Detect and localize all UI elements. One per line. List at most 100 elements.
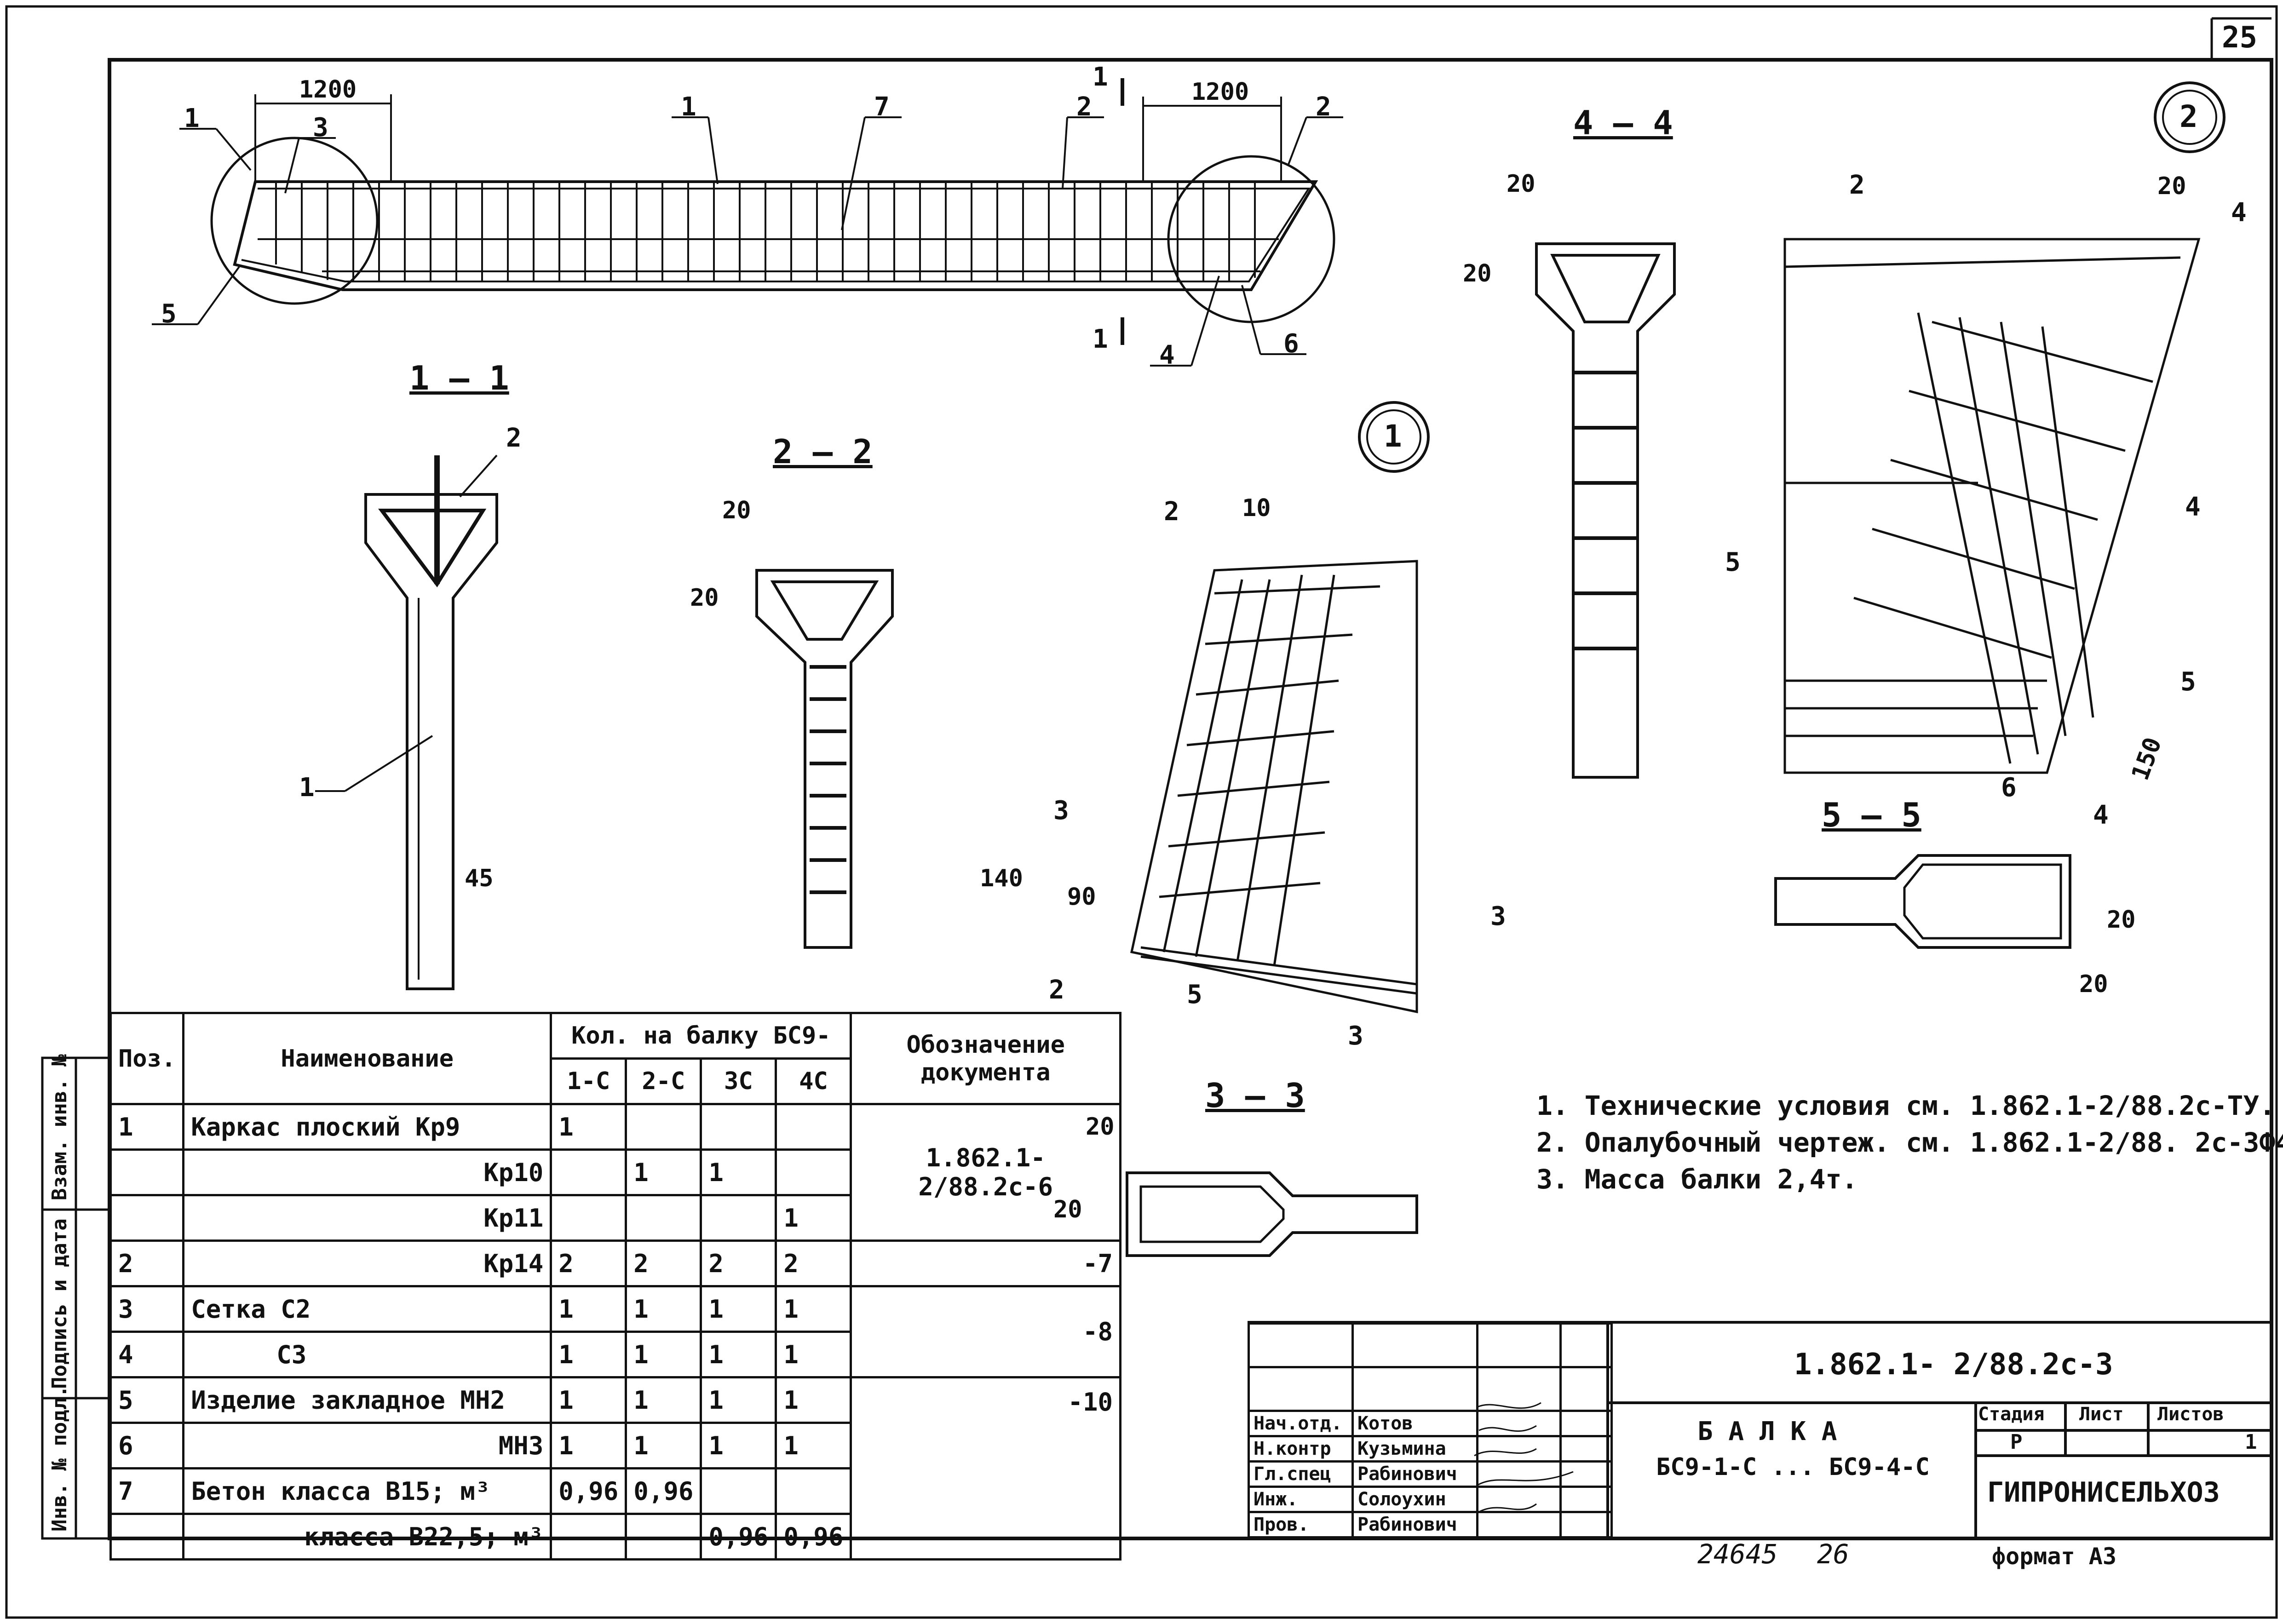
- row-q4: 1: [775, 1194, 852, 1242]
- pos-label-1a: 1: [184, 103, 200, 133]
- row-name: МН3: [182, 1422, 552, 1469]
- row-q1: 1: [550, 1285, 627, 1333]
- d2-label-4a: 4: [2231, 198, 2247, 228]
- row-q2: [625, 1103, 702, 1151]
- row-pos: 3: [109, 1285, 185, 1333]
- spec-col-2: 2-С: [625, 1057, 702, 1105]
- spec-col-3: 3С: [700, 1057, 777, 1105]
- d1-label-3a: 3: [1053, 796, 1069, 826]
- spec-col-1: 1-С: [550, 1057, 627, 1105]
- row-pos: 4: [109, 1331, 185, 1378]
- s22-dim-a: 20: [722, 497, 751, 524]
- d2-dim-20: 20: [2157, 172, 2186, 200]
- sheets-label: Листов: [2157, 1404, 2224, 1425]
- row-q1: 2: [550, 1240, 627, 1287]
- role-row: Нач.отд.Котов: [1248, 1410, 1613, 1437]
- row-pos: 6: [109, 1422, 185, 1469]
- row-q4: 1: [775, 1285, 852, 1333]
- row-name: Кр14: [182, 1240, 552, 1287]
- row-q3: [700, 1467, 777, 1515]
- row-name: Каркас плоский Кр9: [182, 1103, 552, 1151]
- row-name: Изделие закладное МН2: [182, 1376, 552, 1424]
- row-q3: 1: [700, 1285, 777, 1333]
- archive-number: 24645: [1697, 1538, 1778, 1570]
- section-title-1-1: 1 — 1: [409, 359, 509, 397]
- row-q4: 1: [775, 1331, 852, 1378]
- s11-label-1: 1: [299, 773, 315, 803]
- detail-circle-2: 2: [2179, 99, 2198, 134]
- row-q1: 1: [550, 1103, 627, 1151]
- row-q1: [550, 1513, 627, 1561]
- row-q2: 2: [625, 1240, 702, 1287]
- d2-label-2: 2: [1849, 170, 1865, 200]
- row-name: Бетон класса В15; м³: [182, 1467, 552, 1515]
- section-title-2-2: 2 — 2: [773, 432, 873, 471]
- spec-header-qty: Кол. на балку БС9-: [550, 1012, 852, 1060]
- row-q2: 1: [625, 1285, 702, 1333]
- s55-dim-b: 20: [2079, 970, 2108, 998]
- note-1: 1. Технические условия см. 1.862.1-2/88.…: [1536, 1090, 2276, 1121]
- cut-mark-top: 1: [1093, 62, 1108, 92]
- section-title-4-4: 4 — 4: [1573, 103, 1673, 142]
- role-name: Солоухин: [1351, 1486, 1478, 1513]
- row-q3: [700, 1103, 777, 1151]
- pos-label-6: 6: [1283, 329, 1299, 359]
- row-q2: [625, 1194, 702, 1242]
- row-pos: 1: [109, 1103, 185, 1151]
- role-name: Рабинович: [1351, 1511, 1478, 1538]
- signature: [1476, 1435, 1562, 1463]
- archive-sheet: 26: [1817, 1538, 1849, 1570]
- d1-label-2a: 2: [1164, 497, 1179, 527]
- d1-label-5: 5: [1187, 980, 1202, 1010]
- role-row: Инж.Солоухин: [1248, 1486, 1613, 1513]
- table-row: Кр11 1: [109, 1194, 1121, 1242]
- row-doc: 1.862.1-2/88.2с-6: [850, 1103, 1121, 1242]
- role-row: Пров.Рабинович: [1248, 1511, 1613, 1538]
- doc-code: 1.862.1- 2/88.2с-3: [1794, 1348, 2113, 1382]
- row-q2: [625, 1513, 702, 1561]
- row-q2: 0,96: [625, 1467, 702, 1515]
- spec-header-doc: Обозначение документа: [850, 1012, 1121, 1105]
- pos-label-3: 3: [313, 113, 328, 143]
- sheets-value: 1: [2245, 1430, 2257, 1454]
- row-q4: [775, 1467, 852, 1515]
- row-q2: 1: [625, 1331, 702, 1378]
- row-name: Кр11: [182, 1194, 552, 1242]
- row-pos: [109, 1513, 185, 1561]
- row-pos: 5: [109, 1376, 185, 1424]
- spec-col-4: 4С: [775, 1057, 852, 1105]
- d1-label-3b: 3: [1348, 1021, 1363, 1051]
- signature: [1476, 1460, 1562, 1488]
- doc-title: Б А Л К А: [1697, 1417, 1837, 1446]
- row-name: Кр10: [182, 1148, 552, 1196]
- row-name: С3: [182, 1331, 552, 1378]
- doc-subtitle: БС9-1-С ... БС9-4-С: [1656, 1453, 1930, 1481]
- dim-left-1200: 1200: [299, 76, 357, 103]
- pos-label-2a: 2: [1076, 92, 1092, 122]
- d2-label-5b: 5: [2180, 667, 2196, 697]
- row-name: Сетка С2: [182, 1285, 552, 1333]
- d2-label-5a: 5: [1725, 547, 1741, 577]
- d1-label-2b: 2: [1049, 975, 1064, 1005]
- row-doc: -10: [850, 1376, 1121, 1561]
- s44-dim-b: 20: [1463, 260, 1492, 287]
- row-q2: 1: [625, 1376, 702, 1424]
- row-q3: 1: [700, 1422, 777, 1469]
- row-q3: 1: [700, 1148, 777, 1196]
- row-q4: 1: [775, 1376, 852, 1424]
- row-q2: 1: [625, 1422, 702, 1469]
- row-q1: 1: [550, 1331, 627, 1378]
- row-pos: 2: [109, 1240, 185, 1287]
